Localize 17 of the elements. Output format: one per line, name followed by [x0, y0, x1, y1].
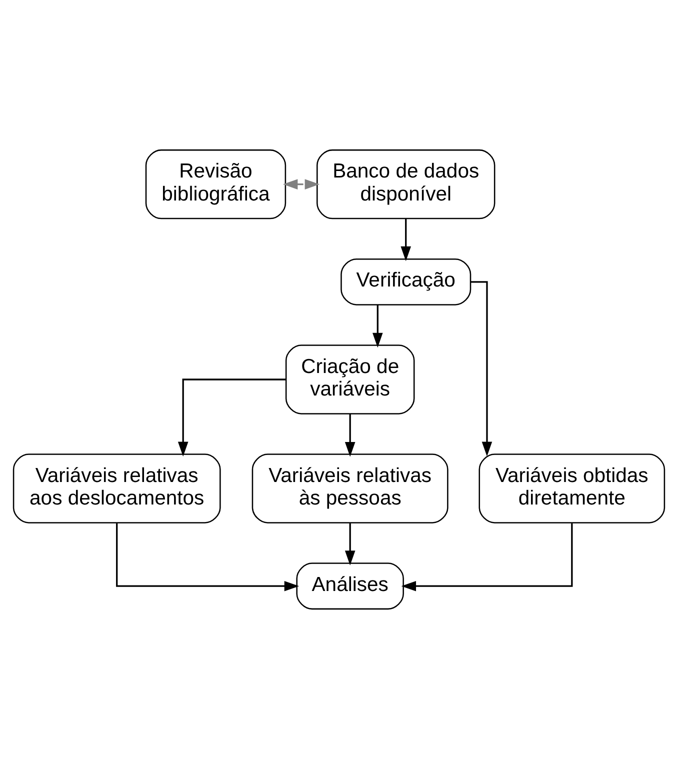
node-box: Criação de variáveis: [285, 344, 415, 414]
node-box: Análises: [296, 562, 404, 610]
arrow: [372, 304, 383, 348]
arrow: [116, 522, 300, 591]
arrow: [178, 378, 286, 456]
node-box: Banco de dados disponível: [316, 148, 496, 219]
arrow: [470, 280, 492, 456]
node-box: Variáveis relativas às pessoas: [252, 453, 448, 523]
arrow: [400, 218, 412, 261]
node-box: Variáveis relativas aos deslocamentos: [12, 453, 221, 523]
node-box: Verificação: [340, 258, 472, 305]
node-box: Variáveis obtidas diretamente: [478, 453, 666, 523]
node-box: Revisão bibliográfica: [145, 148, 286, 219]
arrow: [282, 178, 320, 189]
arrow: [344, 414, 356, 456]
arrow: [401, 522, 573, 591]
arrow: [344, 522, 356, 565]
